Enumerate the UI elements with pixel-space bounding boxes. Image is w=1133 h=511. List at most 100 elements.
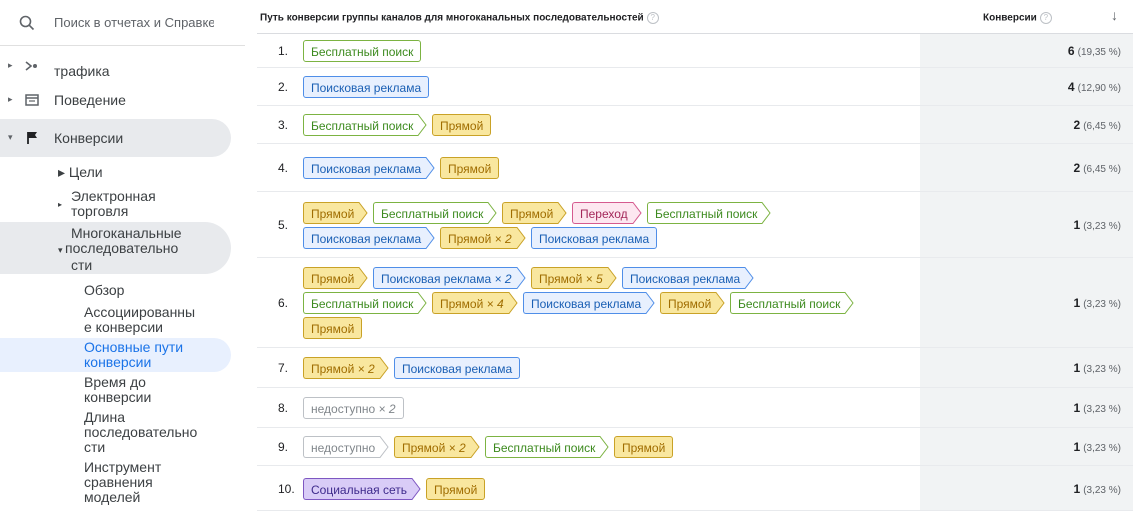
chip-multiplier: × 2 [378,402,396,416]
channel-chip-social[interactable]: Социальная сеть [303,477,421,500]
conversion-percent: (19,35 %) [1077,47,1121,58]
path-column-header[interactable]: Путь конверсии группы каналов для многок… [260,12,659,24]
channel-chip-direct[interactable]: Прямой [303,317,363,339]
search-icon[interactable] [0,15,54,31]
nav-goals[interactable]: ▸ Цели [58,164,103,180]
channel-chip-organic[interactable]: Бесплатный поиск [303,114,427,136]
chip-channel: недоступно [311,402,376,416]
path-header-label: Путь конверсии группы каналов для многок… [260,12,644,24]
channel-chip-paid[interactable]: Поисковая реклама [303,157,435,179]
channel-chip-direct[interactable]: Прямой [502,201,567,224]
conversions-column-header[interactable]: Конверсии? [983,12,1052,24]
search-input[interactable]: Поиск в отчетах и Справке [54,15,214,30]
nav-path-length-label-2: последовательно [84,424,198,440]
chevron-right-icon [743,267,754,289]
channel-chip-direct[interactable]: Прямой [660,292,725,314]
chip-label: Переход [572,201,631,224]
chip-label: Бесплатный поиск [485,436,599,458]
channel-chip-direct[interactable]: Прямой [303,267,368,289]
nav-ecommerce[interactable]: Электронная ▸ торговля [58,189,156,219]
channel-chip-organic[interactable]: Бесплатный поиск [730,292,854,314]
chip-channel: Поисковая реклама [402,362,513,376]
chip-label: Поисковая реклама [303,157,425,179]
help-icon[interactable]: ? [646,12,659,24]
chip-label: Прямой [303,317,363,339]
row-number: 2. [278,80,289,94]
traffic-icon [24,58,40,74]
row-number: 9. [278,440,289,454]
chip-channel: Прямой [434,482,478,497]
channel-chip-paid[interactable]: Поисковая реклама [394,357,521,379]
conversion-value: 1 (3,23 %) [1073,361,1121,375]
channel-chip-direct[interactable]: Прямой [432,114,492,136]
conversion-percent: (3,23 %) [1083,299,1121,310]
chip-channel: Поисковая реклама [381,272,492,286]
chip-multiplier: × 2 [448,441,466,455]
nav-overview[interactable]: Обзор [84,283,214,298]
nav-multichannel[interactable]: Многоканальные ▾ последовательно сти [58,226,182,273]
channel-chip-paid[interactable]: Поисковая реклама [303,76,430,98]
channel-chip-direct[interactable]: Прямой [614,436,674,458]
channel-chip-paid[interactable]: Поисковая реклама [303,226,435,249]
channel-chip-direct[interactable]: Прямой [426,477,486,500]
row-number: 8. [278,401,289,415]
chevron-right-icon [507,292,518,314]
chevron-right-icon [357,201,368,224]
channel-chip-paid[interactable]: Поисковая реклама [622,267,754,289]
channel-chip-referral[interactable]: Переход [572,201,642,224]
conversion-percent: (6,45 %) [1083,121,1121,132]
conversion-value: 1 (3,23 %) [1073,440,1121,454]
chip-label: Прямой [432,114,492,136]
channel-chip-organic[interactable]: Бесплатный поиск [373,201,497,224]
chip-channel: Прямой [311,206,355,221]
chip-channel: Прямой [668,297,712,311]
chip-label: Поисковая реклама × 2 [373,267,515,289]
nav-assisted-label-2: е конверсии [84,319,163,335]
channel-chip-direct[interactable]: Прямой × 2 [303,357,389,379]
chip-label: недоступно × 2 [303,397,404,419]
chevron-right-icon [843,292,854,314]
conversion-count: 1 [1073,401,1081,415]
channel-chip-na[interactable]: недоступно × 2 [303,397,404,419]
channel-chip-direct[interactable]: Прямой × 4 [432,292,518,314]
channel-chip-direct[interactable]: Прямой × 2 [440,226,526,249]
channel-chip-direct[interactable]: Прямой [303,201,368,224]
chip-label: Бесплатный поиск [730,292,844,314]
caret-right-icon: ▸ [8,60,13,70]
sort-down-icon[interactable]: ↓ [1111,7,1118,23]
chip-label: Социальная сеть [303,477,410,500]
caret-right-icon: ▸ [8,94,13,104]
channel-chip-direct[interactable]: Прямой [440,157,500,179]
channel-chip-organic[interactable]: Бесплатный поиск [647,201,771,224]
conversion-percent: (3,23 %) [1083,404,1121,415]
channel-chip-paid[interactable]: Поисковая реклама [531,226,658,249]
conversion-paths-table: Путь конверсии группы каналов для многок… [257,0,1133,511]
chip-label: Поисковая реклама [394,357,521,379]
chevron-right-icon [378,357,389,379]
row-number: 5. [278,218,289,232]
help-icon[interactable]: ? [1039,12,1052,24]
conversion-percent: (12,90 %) [1077,83,1121,94]
search-bar[interactable]: Поиск в отчетах и Справке [0,0,245,46]
channel-chip-direct[interactable]: Прямой × 2 [394,436,480,458]
channel-chip-paid[interactable]: Поисковая реклама × 2 [373,267,526,289]
channel-chip-organic[interactable]: Бесплатный поиск [485,436,609,458]
chevron-right-icon [357,267,368,289]
row-number: 3. [278,118,289,132]
channel-chip-organic[interactable]: Бесплатный поиск [303,40,422,62]
channel-chip-na[interactable]: недоступно [303,436,389,458]
channel-chip-paid[interactable]: Поисковая реклама [523,292,655,314]
chip-label: Бесплатный поиск [303,40,422,62]
conversion-value: 4 (12,90 %) [1068,80,1121,94]
channel-chip-organic[interactable]: Бесплатный поиск [303,292,427,314]
channel-chip-direct[interactable]: Прямой × 5 [531,267,617,289]
nav-multichannel-label-1: Многоканальные [71,225,182,241]
nav-ecommerce-label-2: торговля [71,203,129,219]
